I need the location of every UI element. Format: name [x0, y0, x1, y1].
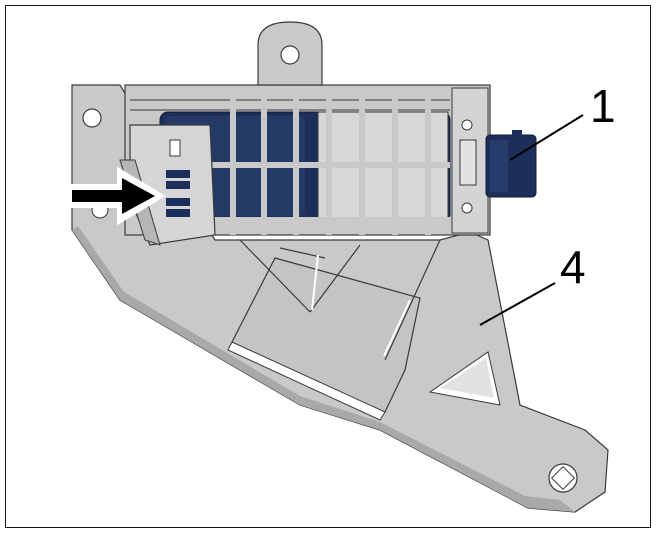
connector-plug [485, 130, 537, 198]
callout-1-leader [509, 114, 584, 161]
callout-1-label: 1 [590, 80, 616, 132]
lower-mount-hole [548, 463, 578, 493]
arrow-right-icon [63, 166, 166, 226]
left-mount-hole [82, 108, 102, 128]
callout-4-label: 4 [560, 241, 586, 293]
latch-ribs [166, 170, 190, 217]
callout-4-leader [479, 282, 556, 326]
top-mount-hole [280, 45, 300, 65]
